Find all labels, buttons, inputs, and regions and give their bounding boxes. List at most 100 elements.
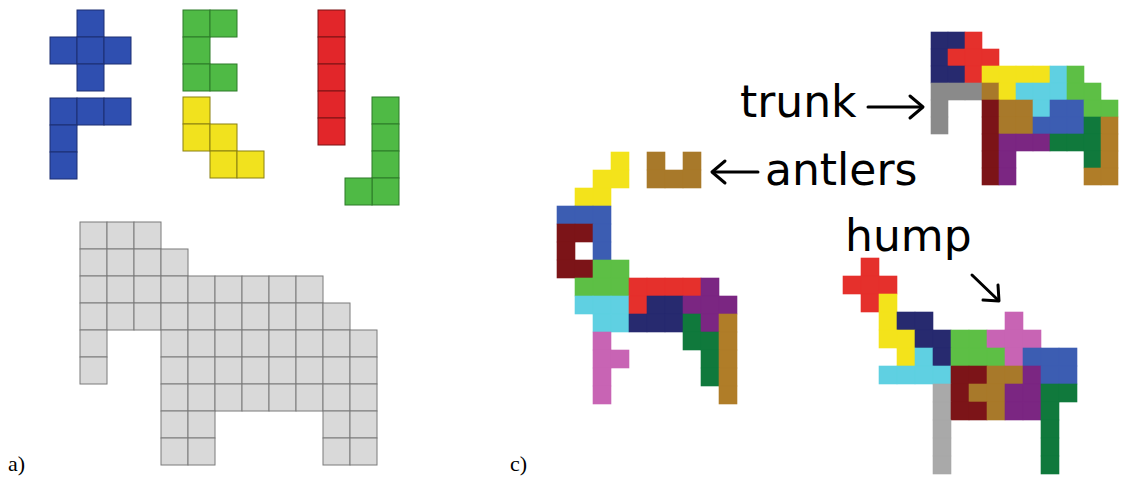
cell <box>161 276 188 303</box>
cell <box>323 438 350 465</box>
cell <box>1084 151 1101 168</box>
cell <box>647 170 665 188</box>
cell <box>161 303 188 330</box>
cell <box>104 37 131 64</box>
cell <box>933 366 951 384</box>
cell <box>982 168 999 185</box>
cell <box>134 303 161 330</box>
cell <box>215 357 242 384</box>
cell <box>161 357 188 384</box>
cell <box>318 91 345 118</box>
cell <box>611 260 629 278</box>
cell <box>107 222 134 249</box>
cell <box>948 83 965 100</box>
cell <box>987 384 1005 402</box>
cell <box>982 134 999 151</box>
cell <box>575 224 593 242</box>
cell <box>1005 312 1023 330</box>
cell <box>665 314 683 332</box>
cell <box>982 117 999 134</box>
cell <box>683 296 701 314</box>
cell <box>107 276 134 303</box>
cell <box>982 83 999 100</box>
cell <box>575 278 593 296</box>
cell <box>701 332 719 350</box>
cell <box>1033 100 1050 117</box>
cell <box>1023 330 1041 348</box>
arrow-head <box>910 96 923 118</box>
cell <box>50 152 77 179</box>
cell <box>215 384 242 411</box>
cell <box>1033 117 1050 134</box>
cell <box>318 118 345 145</box>
cell <box>999 168 1016 185</box>
cell <box>1041 456 1059 474</box>
cell <box>80 276 107 303</box>
cell <box>951 348 969 366</box>
cell <box>1016 83 1033 100</box>
cell <box>611 314 629 332</box>
cell <box>999 117 1016 134</box>
cell <box>931 32 948 49</box>
cell <box>1101 117 1118 134</box>
cell <box>969 402 987 420</box>
cell <box>1041 420 1059 438</box>
cell <box>683 278 701 296</box>
cell <box>318 10 345 37</box>
cell <box>104 98 131 125</box>
cell <box>80 357 107 384</box>
cell <box>1067 83 1084 100</box>
cell <box>557 242 575 260</box>
cell <box>611 296 629 314</box>
cell <box>719 386 737 404</box>
cell <box>1067 66 1084 83</box>
cell <box>323 384 350 411</box>
cell <box>1005 330 1023 348</box>
cell <box>350 438 377 465</box>
cell <box>215 303 242 330</box>
cell <box>701 278 719 296</box>
cell <box>1033 134 1050 151</box>
cell <box>861 276 879 294</box>
cell <box>933 384 951 402</box>
cell <box>345 178 372 205</box>
cell <box>161 330 188 357</box>
cell <box>77 10 104 37</box>
cell <box>931 49 948 66</box>
cell <box>1005 384 1023 402</box>
cell <box>933 330 951 348</box>
cell <box>1023 384 1041 402</box>
panel-label: c) <box>510 453 527 475</box>
cell <box>242 357 269 384</box>
cell <box>965 66 982 83</box>
cell <box>269 357 296 384</box>
cell <box>50 125 77 152</box>
cell <box>188 384 215 411</box>
cell <box>242 276 269 303</box>
cell <box>951 402 969 420</box>
cell <box>951 366 969 384</box>
cell <box>593 368 611 386</box>
cell <box>683 314 701 332</box>
cell <box>323 330 350 357</box>
cell <box>1016 66 1033 83</box>
cell <box>242 384 269 411</box>
cell <box>629 296 647 314</box>
cell <box>593 206 611 224</box>
cell <box>647 314 665 332</box>
cell <box>210 10 237 37</box>
cell <box>593 332 611 350</box>
cell <box>915 348 933 366</box>
cell <box>161 411 188 438</box>
cell <box>701 350 719 368</box>
cell <box>1067 117 1084 134</box>
cell <box>647 278 665 296</box>
cell <box>948 66 965 83</box>
cell <box>1059 366 1077 384</box>
cell <box>1050 134 1067 151</box>
cell <box>1101 168 1118 185</box>
cell <box>593 242 611 260</box>
cell <box>1023 366 1041 384</box>
cell <box>183 10 210 37</box>
cell <box>183 37 210 64</box>
